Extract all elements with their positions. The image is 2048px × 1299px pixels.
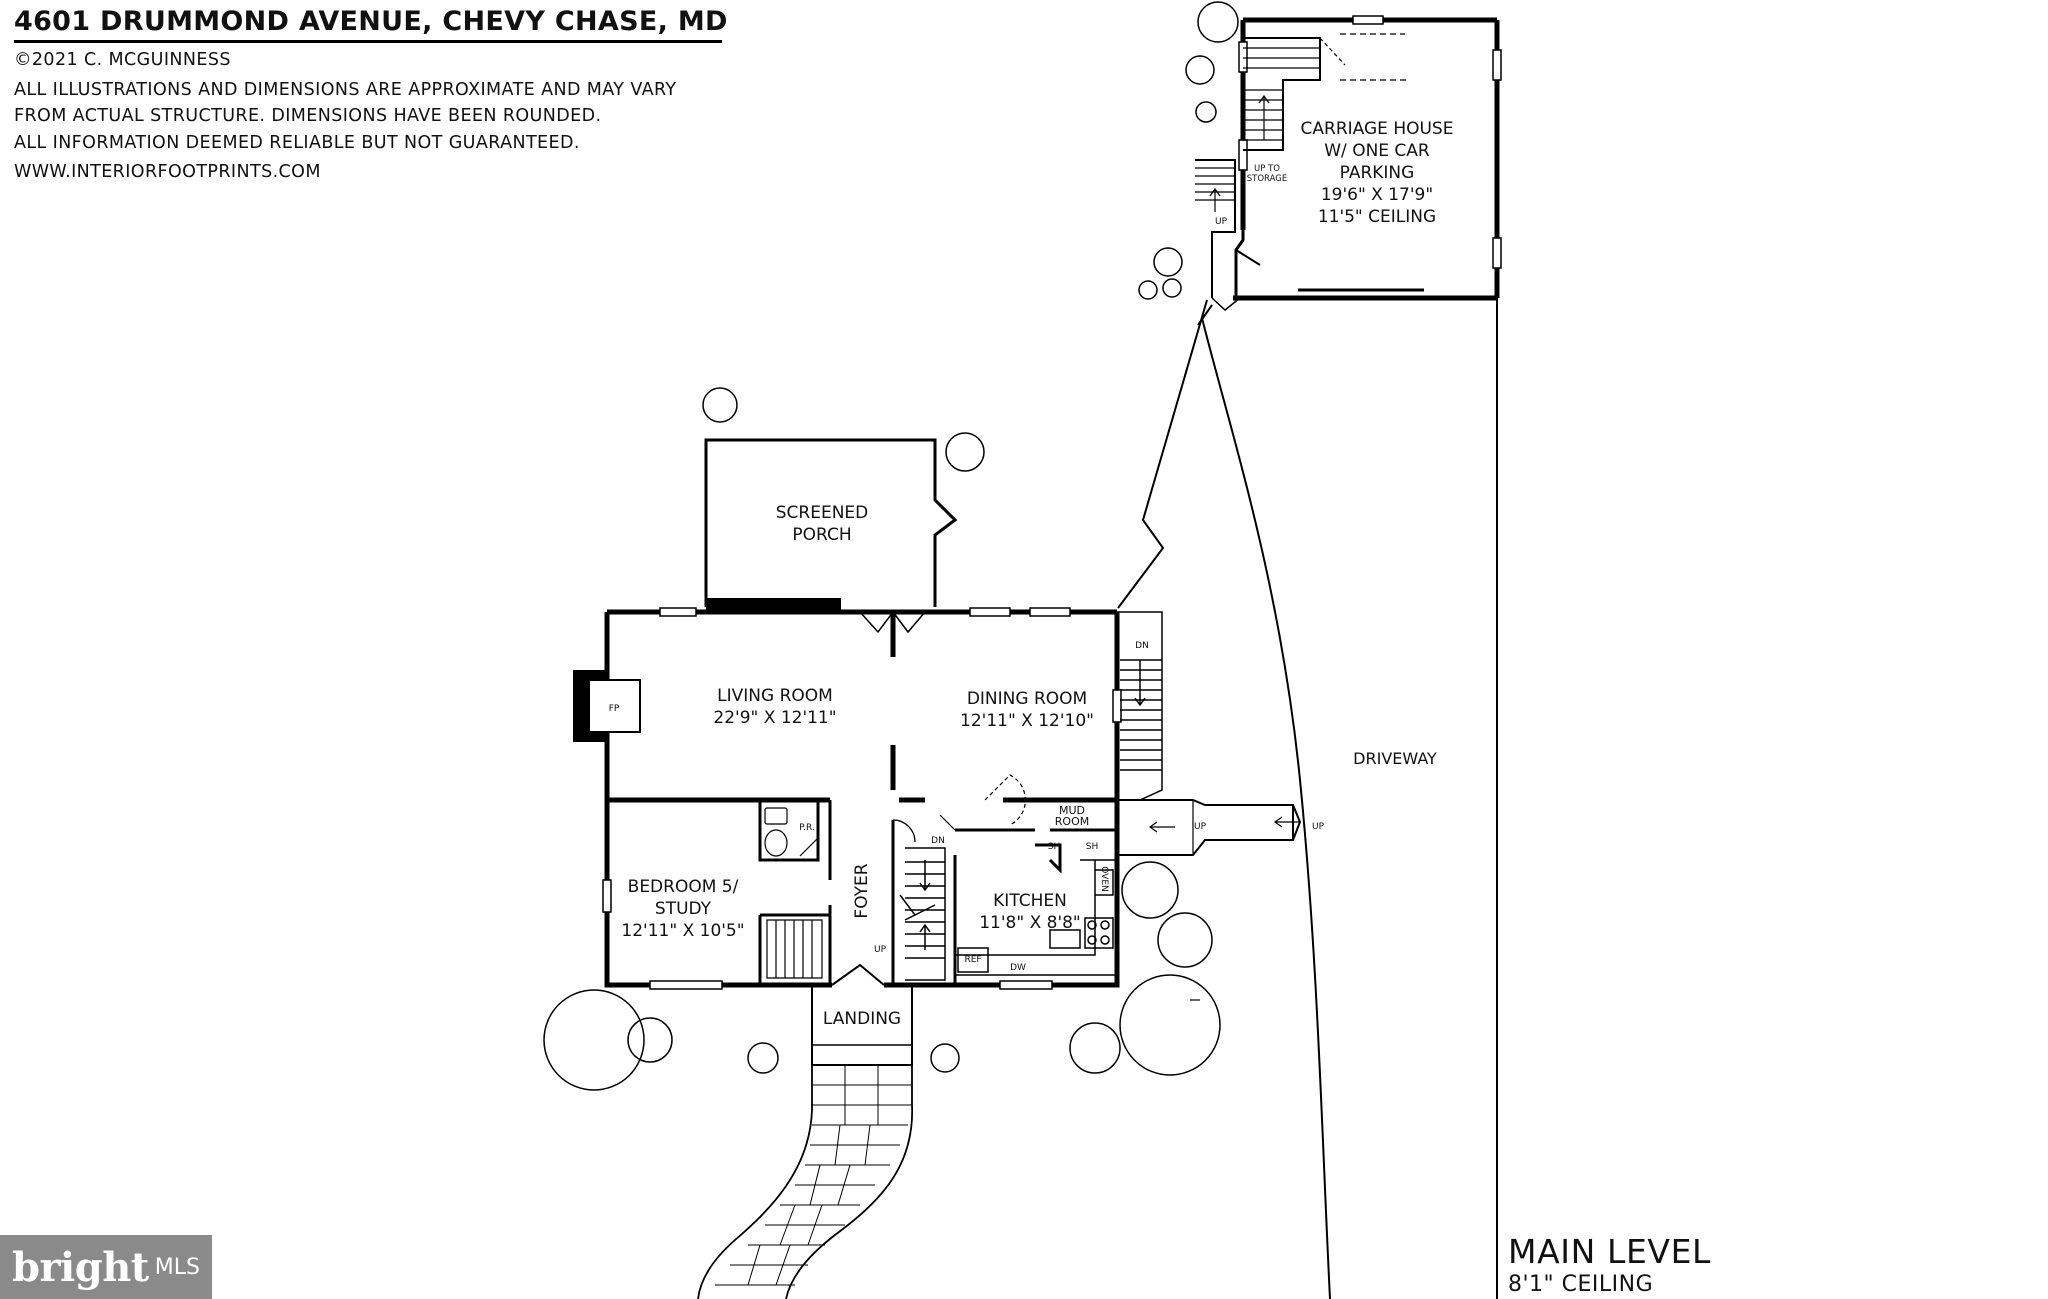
dining-stair [1117,611,1163,801]
screened-porch-walls [704,438,958,607]
address-title: 4601 DRUMMOND AVENUE, CHEVY CHASE, MD [14,6,728,37]
up-to-storage-line-1: UP TO [1254,164,1280,174]
screened-porch-label: SCREENED PORCH [776,502,869,546]
foyer-up-label: UP [873,945,887,955]
disclaimer-line-3: ALL INFORMATION DEEMED RELIABLE BUT NOT … [14,133,580,153]
carriage-house-line-5: 11'5" CEILING [1317,207,1437,227]
dining-stair-dn-label: DN [1135,641,1149,651]
foyer-stair-dn-label: DN [931,836,945,846]
carriage-house-line-3: PARKING [1339,163,1415,183]
carriage-house-line-1: CARRIAGE HOUSE [1300,119,1454,139]
website-line: WWW.INTERIORFOOTPRINTS.COM [14,162,321,182]
kitchen-name: KITCHEN [993,891,1067,911]
bright-mls-watermark: bright MLS [0,1235,212,1299]
oven-label: OVEN [1099,866,1109,892]
driveway-label: DRIVEWAY [1353,749,1437,768]
carriage-up-label: UP [1214,217,1228,227]
shower-label-2: SH [1085,842,1099,852]
dishwasher-label: DW [1010,963,1026,973]
windows [602,607,1122,990]
dining-room-name: DINING ROOM [966,689,1088,709]
kitchen-counters [955,859,1118,976]
trees [543,1,1239,1091]
kitchen-label: KITCHEN 11'8" X 8'8" [979,890,1081,934]
copyright-line: ©2021 C. MCGUINNESS [14,50,231,70]
living-room-dims: 22'9" X 12'11" [713,708,837,728]
living-room-name: LIVING ROOM [717,686,833,706]
carriage-house-line-4: 19'6" X 17'9" [1320,185,1434,205]
disclaimer-line-2: FROM ACTUAL STRUCTURE. DIMENSIONS HAVE B… [14,106,602,126]
main-level-ceiling: 8'1" CEILING [1508,1272,1654,1297]
mudroom-up-label-2: UP [1311,822,1325,832]
carriage-house-walls [1195,15,1502,311]
mud-room-line-2: ROOM [1054,815,1090,828]
bedroom-line-3: 12'11" X 10'5" [621,921,745,941]
driveway-outline [1201,298,1498,1299]
dining-room-label: DINING ROOM 12'11" X 12'10" [960,688,1094,732]
mud-room-line-1: MUD [1058,804,1086,817]
watermark-suffix: MLS [154,1254,200,1280]
landing-label: LANDING [822,1009,902,1029]
foyer-stairs [899,847,946,981]
up-to-storage-label: UP TO STORAGE [1247,164,1287,184]
bedroom-line-1: BEDROOM 5/ [627,877,739,897]
refrigerator-label: REF [964,955,982,965]
disclaimer-line-1: ALL ILLUSTRATIONS AND DIMENSIONS ARE APP… [14,80,677,100]
living-room-label: LIVING ROOM 22'9" X 12'11" [713,685,836,729]
kitchen-dims: 11'8" X 8'8" [979,913,1081,933]
main-level-title: MAIN LEVEL [1508,1232,1712,1271]
screened-porch-line-2: PORCH [792,525,852,545]
mud-room-label: MUD ROOM [1055,805,1089,827]
dining-room-dims: 12'11" X 12'10" [960,711,1094,731]
mudroom-up-label-1: UP [1193,822,1207,832]
header-rule [14,40,722,43]
walkway [697,1065,913,1299]
fireplace-label: FP [608,704,620,714]
up-to-storage-line-2: STORAGE [1246,174,1288,184]
carriage-house-label: CARRIAGE HOUSE W/ ONE CAR PARKING 19'6" … [1301,118,1454,228]
shower-label-1: SH [1047,842,1061,852]
foyer-label: FOYER [852,863,872,919]
watermark-brand: bright [12,1243,149,1291]
bedroom-line-2: STUDY [654,899,712,919]
screened-porch-line-1: SCREENED [775,503,869,523]
powder-room-label: P.R. [799,823,815,833]
bedroom-label: BEDROOM 5/ STUDY 12'11" X 10'5" [621,876,744,942]
side-path [1117,299,1213,609]
carriage-house-line-2: W/ ONE CAR [1324,141,1430,161]
